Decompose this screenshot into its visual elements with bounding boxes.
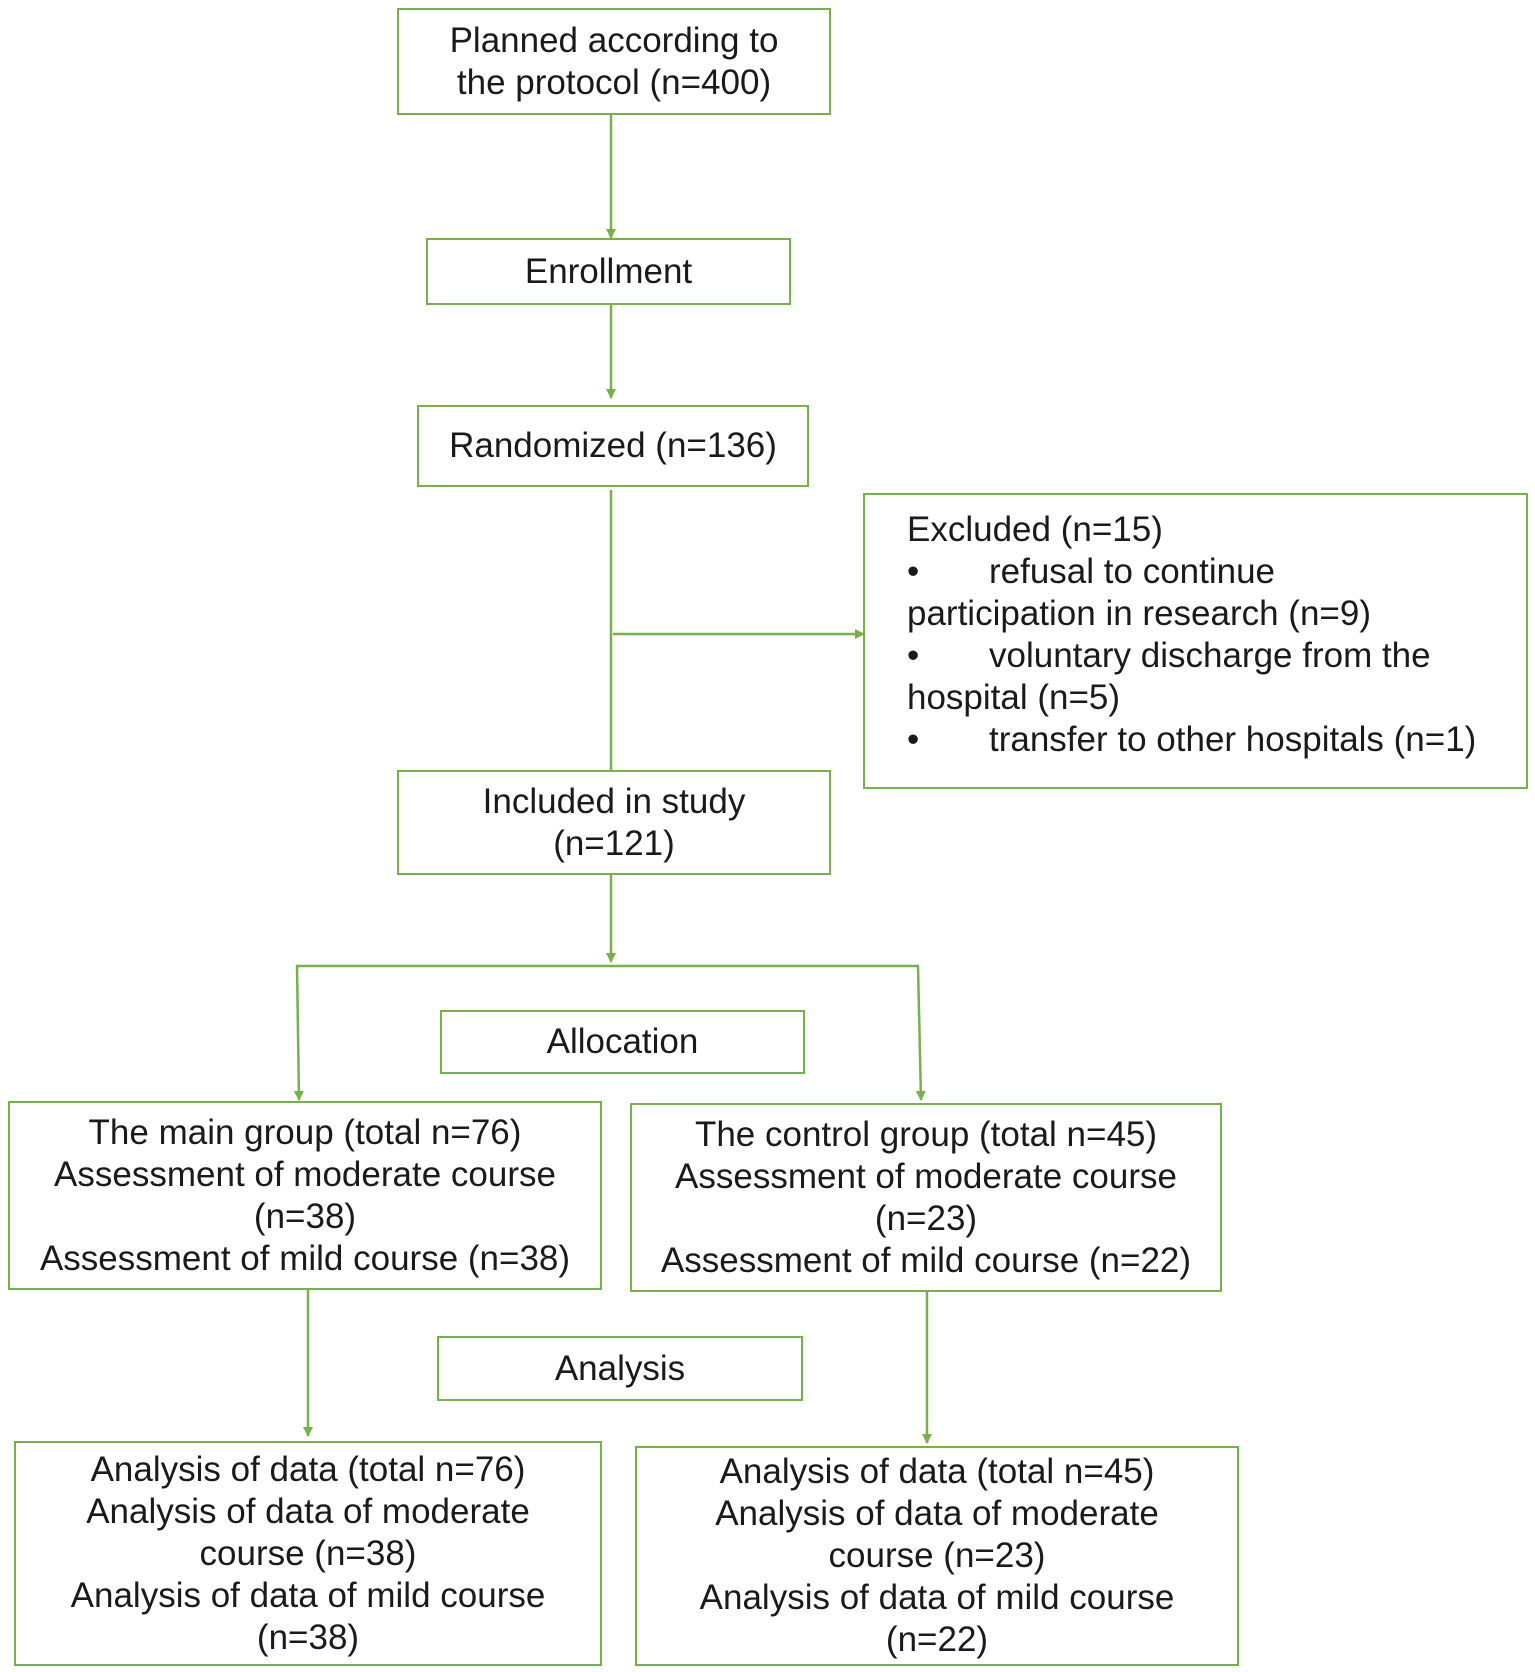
- excluded-item-1-first: refusal to continue: [989, 552, 1276, 591]
- excluded-item-2: • voluntary discharge from the: [907, 635, 1431, 677]
- excluded-item-3-first: transfer to other hospitals (n=1): [989, 720, 1477, 759]
- excluded-box: Excluded (n=15) • refusal to continue pa…: [863, 493, 1528, 789]
- planned-line-1: Planned according to: [449, 20, 779, 60]
- arrow-to-control-group: [915, 965, 926, 1101]
- main-analysis-line-4: Analysis of data of mild course: [70, 1575, 546, 1615]
- enrollment-box: Enrollment: [426, 238, 791, 305]
- control-group-line-1: The control group (total n=45): [694, 1114, 1158, 1154]
- included-box: Included in study (n=121): [397, 770, 831, 875]
- main-analysis-line-3: course (n=38): [199, 1533, 417, 1573]
- control-analysis-line-4: Analysis of data of mild course: [699, 1578, 1175, 1617]
- bullet-icon: •: [907, 720, 920, 759]
- excluded-item-1: • refusal to continue: [907, 551, 1275, 593]
- included-line-2: (n=121): [553, 823, 675, 863]
- control-analysis-line-3: course (n=23): [828, 1536, 1046, 1575]
- main-group-line-4: Assessment of mild course (n=38): [39, 1238, 571, 1278]
- randomized-label: Randomized (n=136): [449, 426, 777, 465]
- planned-line-2: the protocol (n=400): [456, 62, 772, 102]
- excluded-item-2-rest: hospital (n=5): [907, 678, 1121, 717]
- main-group-line-1: The main group (total n=76): [88, 1112, 522, 1152]
- enrollment-label: Enrollment: [524, 251, 693, 291]
- control-group-line-3: (n=23): [874, 1198, 978, 1238]
- main-group-box: The main group (total n=76) Assessment o…: [8, 1101, 602, 1290]
- analysis-box: Analysis: [437, 1336, 803, 1401]
- main-analysis-box: Analysis of data (total n=76) Analysis o…: [14, 1441, 602, 1666]
- excluded-item-3: • transfer to other hospitals (n=1): [907, 719, 1476, 761]
- main-group-line-3: (n=38): [253, 1196, 357, 1236]
- main-analysis-line-2: Analysis of data of moderate: [86, 1491, 530, 1531]
- arrow-to-main-group: [293, 965, 304, 1101]
- allocation-box: Allocation: [440, 1010, 805, 1074]
- bullet-icon: •: [907, 552, 920, 591]
- main-analysis-line-5: (n=38): [256, 1617, 360, 1657]
- randomized-box: Randomized (n=136): [417, 405, 809, 487]
- allocation-label: Allocation: [546, 1022, 699, 1061]
- control-analysis-line-5: (n=22): [885, 1620, 989, 1659]
- excluded-item-1-rest: participation in research (n=9): [907, 594, 1371, 633]
- control-group-line-4: Assessment of mild course (n=22): [660, 1240, 1192, 1280]
- control-group-line-2: Assessment of moderate course: [675, 1156, 1177, 1196]
- bullet-icon: •: [907, 636, 920, 675]
- included-line-1: Included in study: [482, 781, 746, 821]
- planned-box: Planned according to the protocol (n=400…: [397, 8, 831, 115]
- control-analysis-box: Analysis of data (total n=45) Analysis o…: [635, 1446, 1239, 1666]
- analysis-label: Analysis: [554, 1348, 686, 1388]
- control-analysis-line-1: Analysis of data (total n=45): [719, 1452, 1155, 1491]
- control-analysis-line-2: Analysis of data of moderate: [715, 1494, 1159, 1533]
- control-group-box: The control group (total n=45) Assessmen…: [630, 1103, 1222, 1292]
- excluded-item-2-first: voluntary discharge from the: [989, 636, 1431, 675]
- main-analysis-line-1: Analysis of data (total n=76): [90, 1449, 526, 1489]
- excluded-title: Excluded (n=15): [907, 510, 1163, 549]
- main-group-line-2: Assessment of moderate course: [54, 1154, 556, 1194]
